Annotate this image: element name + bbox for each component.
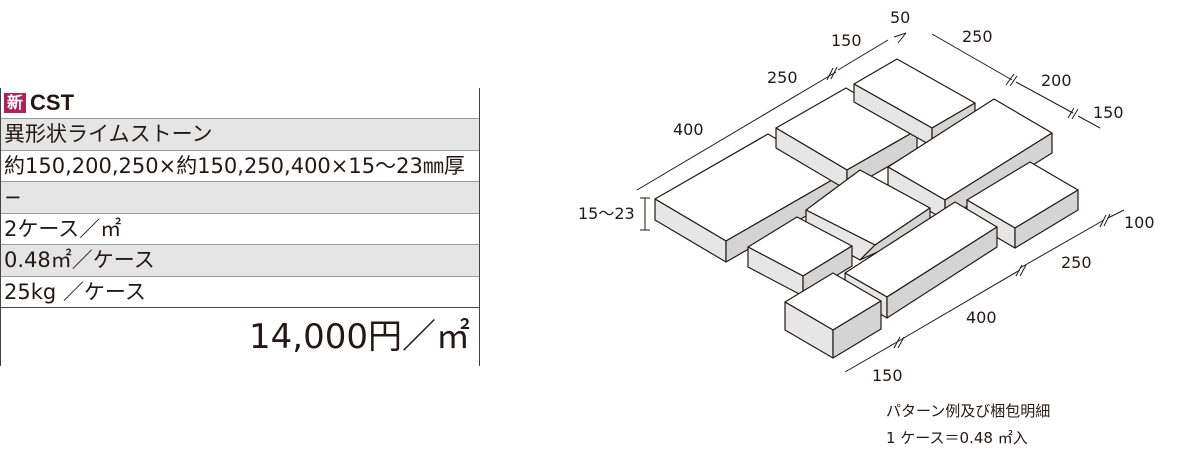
stone-250-a <box>775 87 918 191</box>
stone-large-400 <box>654 133 840 263</box>
dim-150-right: 150 <box>1093 103 1124 122</box>
spec-table: 新 CST 異形状ライムストーン 約150,200,250×約150,250,4… <box>0 88 480 366</box>
dim-100: 100 <box>1124 213 1155 232</box>
dim-150-bottom: 150 <box>872 366 903 385</box>
stone-center <box>805 169 931 261</box>
spec-row-material: 異形状ライムストーン <box>0 118 480 150</box>
spec-row-cases-per-m2: 2ケース／㎡ <box>0 212 480 245</box>
dim-250-bottom: 250 <box>1061 253 1092 272</box>
price: 14,000円／㎡ <box>0 307 480 365</box>
dim-150-top: 150 <box>831 31 862 50</box>
product-header: 新 CST <box>0 88 480 118</box>
new-badge: 新 <box>4 93 27 113</box>
dim-250-left: 250 <box>767 68 798 87</box>
dimension-lines <box>636 32 1125 373</box>
dim-50: 50 <box>890 8 910 27</box>
spec-row-blank: − <box>0 181 480 213</box>
product-code: CST <box>30 90 75 115</box>
spec-row-size: 約150,200,250×約150,250,400×15〜23㎜厚 <box>0 149 480 182</box>
table-left-border <box>0 88 1 366</box>
spec-row-m2-per-case: 0.48㎡／ケース <box>0 244 480 276</box>
caption-pattern: パターン例及び梱包明細 <box>886 402 1051 420</box>
dim-200: 200 <box>1041 71 1072 90</box>
dim-250-right: 250 <box>962 27 993 46</box>
dim-thickness: 15〜23 <box>578 204 635 223</box>
caption-packing: 1 ケース＝0.48 ㎡入 <box>886 429 1028 447</box>
table-right-border <box>479 88 480 366</box>
dim-400-bottom: 400 <box>966 308 997 327</box>
stone-front-small <box>784 272 882 359</box>
spec-row-weight: 25kg ／ケース <box>0 275 480 308</box>
dim-400-left: 400 <box>673 120 704 139</box>
